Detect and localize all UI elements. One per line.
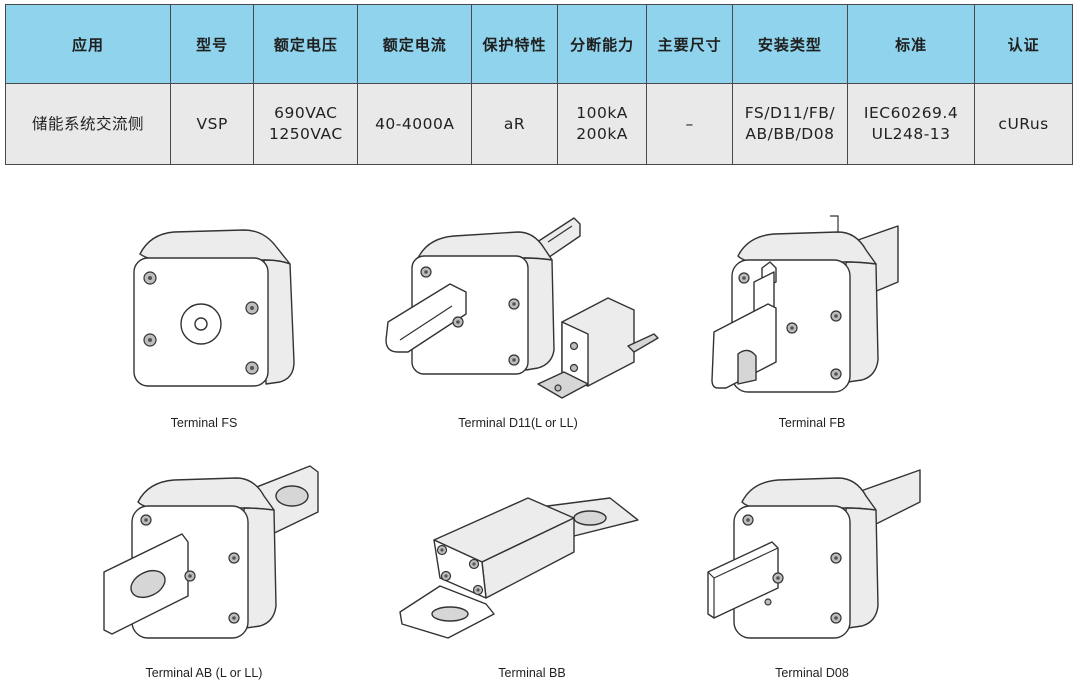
header-current: 额定电流	[357, 4, 473, 84]
table-row: 储能系统交流侧 VSP 690VAC 1250VAC 40-4000A aR 1…	[5, 83, 1073, 165]
terminal-bb-figure: Terminal BB	[382, 462, 682, 680]
header-standard: 标准	[846, 4, 976, 84]
fuse-ab-terminal-icon	[103, 465, 319, 639]
cell-voltage: 690VAC 1250VAC	[253, 83, 359, 165]
cell-mounting-line: FS/D11/FB/	[744, 104, 836, 122]
cell-mounting-line: AB/BB/D08	[745, 125, 835, 143]
header-breaking: 分断能力	[556, 4, 648, 84]
fuse-d08-terminal-icon	[707, 469, 921, 639]
cell-dimensions: –	[646, 83, 733, 165]
terminal-d08-caption: Terminal D08	[775, 666, 849, 680]
terminal-d11-caption: Terminal D11(L or LL)	[458, 416, 578, 430]
terminal-d08-figure: Terminal D08	[662, 462, 962, 680]
cell-application: 储能系统交流侧	[5, 83, 171, 165]
cell-standard: IEC60269.4 UL248-13	[846, 83, 976, 165]
cell-breaking-line: 100kA	[576, 104, 628, 122]
cell-standard-line: UL248-13	[871, 125, 951, 143]
header-model: 型号	[169, 4, 255, 84]
cell-standard-line: IEC60269.4	[863, 104, 959, 122]
fuse-fs-terminal-icon	[133, 229, 295, 387]
table-header-row: 应用 型号 额定电压 额定电流 保护特性 分断能力 主要尺寸 安装类型 标准 认…	[5, 4, 1073, 84]
terminal-ab-caption: Terminal AB (L or LL)	[145, 666, 263, 680]
cell-mounting: FS/D11/FB/ AB/BB/D08	[731, 83, 848, 165]
header-characteristic: 保护特性	[471, 4, 558, 84]
spec-table: 应用 型号 额定电压 额定电流 保护特性 分断能力 主要尺寸 安装类型 标准 认…	[5, 4, 1073, 165]
terminal-d11-figure: Terminal D11(L or LL)	[368, 212, 668, 430]
terminal-fs-caption: Terminal FS	[170, 416, 238, 430]
header-certification: 认证	[974, 4, 1073, 84]
header-dimensions: 主要尺寸	[646, 4, 733, 84]
terminal-ab-figure: Terminal AB (L or LL)	[54, 462, 354, 680]
cell-current: 40-4000A	[357, 83, 473, 165]
fuse-fb-terminal-icon	[711, 215, 899, 393]
cell-model: VSP	[169, 83, 255, 165]
terminal-bb-caption: Terminal BB	[498, 666, 566, 680]
fuse-d11-terminal-icon	[385, 217, 659, 399]
cell-characteristic: aR	[471, 83, 558, 165]
cell-breaking: 100kA 200kA	[556, 83, 648, 165]
terminal-fs-figure: Terminal FS	[54, 212, 354, 430]
header-application: 应用	[5, 4, 171, 84]
header-mounting: 安装类型	[731, 4, 848, 84]
header-voltage: 额定电压	[253, 4, 359, 84]
terminal-fb-caption: Terminal FB	[778, 416, 846, 430]
terminal-fb-figure: Terminal FB	[662, 212, 962, 430]
cell-certification: cURus	[974, 83, 1073, 165]
cell-voltage-line: 1250VAC	[268, 125, 343, 143]
cell-breaking-line: 200kA	[576, 125, 628, 143]
fuse-bb-terminal-icon	[399, 497, 639, 639]
cell-voltage-line: 690VAC	[274, 104, 338, 122]
